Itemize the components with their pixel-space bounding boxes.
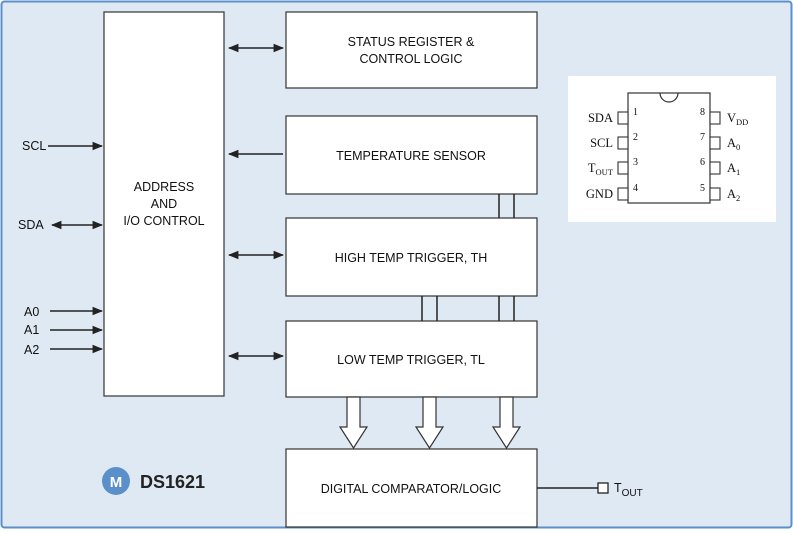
high-trigger-bus-left <box>421 296 438 321</box>
ic-package-body <box>627 92 711 204</box>
digital-comparator-label: DIGITAL COMPARATOR/LOGIC <box>321 482 502 496</box>
pin-8-number: 8 <box>700 107 705 118</box>
sda-label: SDA <box>18 218 44 232</box>
low-temp-trigger-label: LOW TEMP TRIGGER, TL <box>337 353 485 367</box>
bus-arrow-right <box>491 396 522 450</box>
low-temp-trigger-block <box>285 320 538 398</box>
scl-label: SCL <box>22 139 46 153</box>
pin-7-lead <box>709 136 721 150</box>
pin-5-name: A2 <box>727 187 740 203</box>
pin-5-lead <box>709 187 721 201</box>
pin-4-name: GND <box>586 187 613 201</box>
maxim-logo-icon <box>102 467 130 495</box>
left-pins: 1 SDA 2 SCL 3 TOUT 4 GND <box>586 107 638 201</box>
maxim-logo: M DS1621 <box>102 467 205 495</box>
pin-2-name: SCL <box>590 136 613 150</box>
and-label: AND <box>151 197 177 211</box>
high-trigger-bus-right <box>498 296 515 321</box>
pin-6-number: 6 <box>700 157 705 168</box>
bus-arrow-left <box>338 396 369 450</box>
tout-label: TOUT <box>614 481 643 499</box>
pin-5: 5 A2 <box>700 183 740 203</box>
a0-label: A0 <box>24 305 39 319</box>
pin-7-number: 7 <box>700 132 705 143</box>
io-control-label: I/O CONTROL <box>123 214 204 228</box>
pin-3-name: TOUT <box>588 161 614 177</box>
pin-6: 6 A1 <box>700 157 740 177</box>
temperature-sensor-label: TEMPERATURE SENSOR <box>336 149 486 163</box>
status-register-label: STATUS REGISTER & <box>348 35 475 49</box>
pin-8-name: VDD <box>727 111 748 127</box>
pin-6-name: A1 <box>727 161 740 177</box>
tout-terminal <box>597 482 609 494</box>
digital-comparator-block <box>285 448 538 528</box>
pin-1-name: SDA <box>588 111 613 125</box>
pin-5-number: 5 <box>700 183 705 194</box>
part-number: DS1621 <box>140 472 205 492</box>
pin-6-lead <box>709 161 721 175</box>
pin-7: 7 A0 <box>700 132 740 152</box>
address-label: ADDRESS <box>134 180 194 194</box>
pin-2-number: 2 <box>633 132 638 143</box>
address-io-control-block <box>103 11 225 397</box>
pin-8: 8 VDD <box>700 107 748 127</box>
pin-1-lead <box>617 111 629 125</box>
pin-2-lead <box>617 136 629 150</box>
high-temp-trigger-block <box>285 217 538 297</box>
pin-2: 2 SCL <box>590 132 638 150</box>
pin-7-name: A0 <box>727 136 740 152</box>
pin-3-number: 3 <box>633 157 638 168</box>
temperature-sensor-block <box>285 115 538 195</box>
temp-sensor-bus <box>498 194 515 218</box>
ic-notch <box>659 92 679 103</box>
pin-8-lead <box>709 111 721 125</box>
maxim-logo-glyph: M <box>110 474 123 491</box>
pin-4-number: 4 <box>633 183 638 194</box>
right-pins: 8 VDD 7 A0 6 A1 5 A2 <box>700 107 748 203</box>
a1-label: A1 <box>24 323 39 337</box>
pin-3-lead <box>617 161 629 175</box>
pin-4-lead <box>617 187 629 201</box>
a2-label: A2 <box>24 343 39 357</box>
pin-1-number: 1 <box>633 107 638 118</box>
pin-1: 1 SDA <box>588 107 638 125</box>
high-temp-trigger-label: HIGH TEMP TRIGGER, TH <box>335 251 488 265</box>
pin-4: 4 GND <box>586 183 638 201</box>
status-register-block <box>285 11 538 89</box>
pin-3: 3 TOUT <box>588 157 638 177</box>
control-logic-label: CONTROL LOGIC <box>359 52 462 66</box>
bus-arrow-middle <box>414 396 445 450</box>
